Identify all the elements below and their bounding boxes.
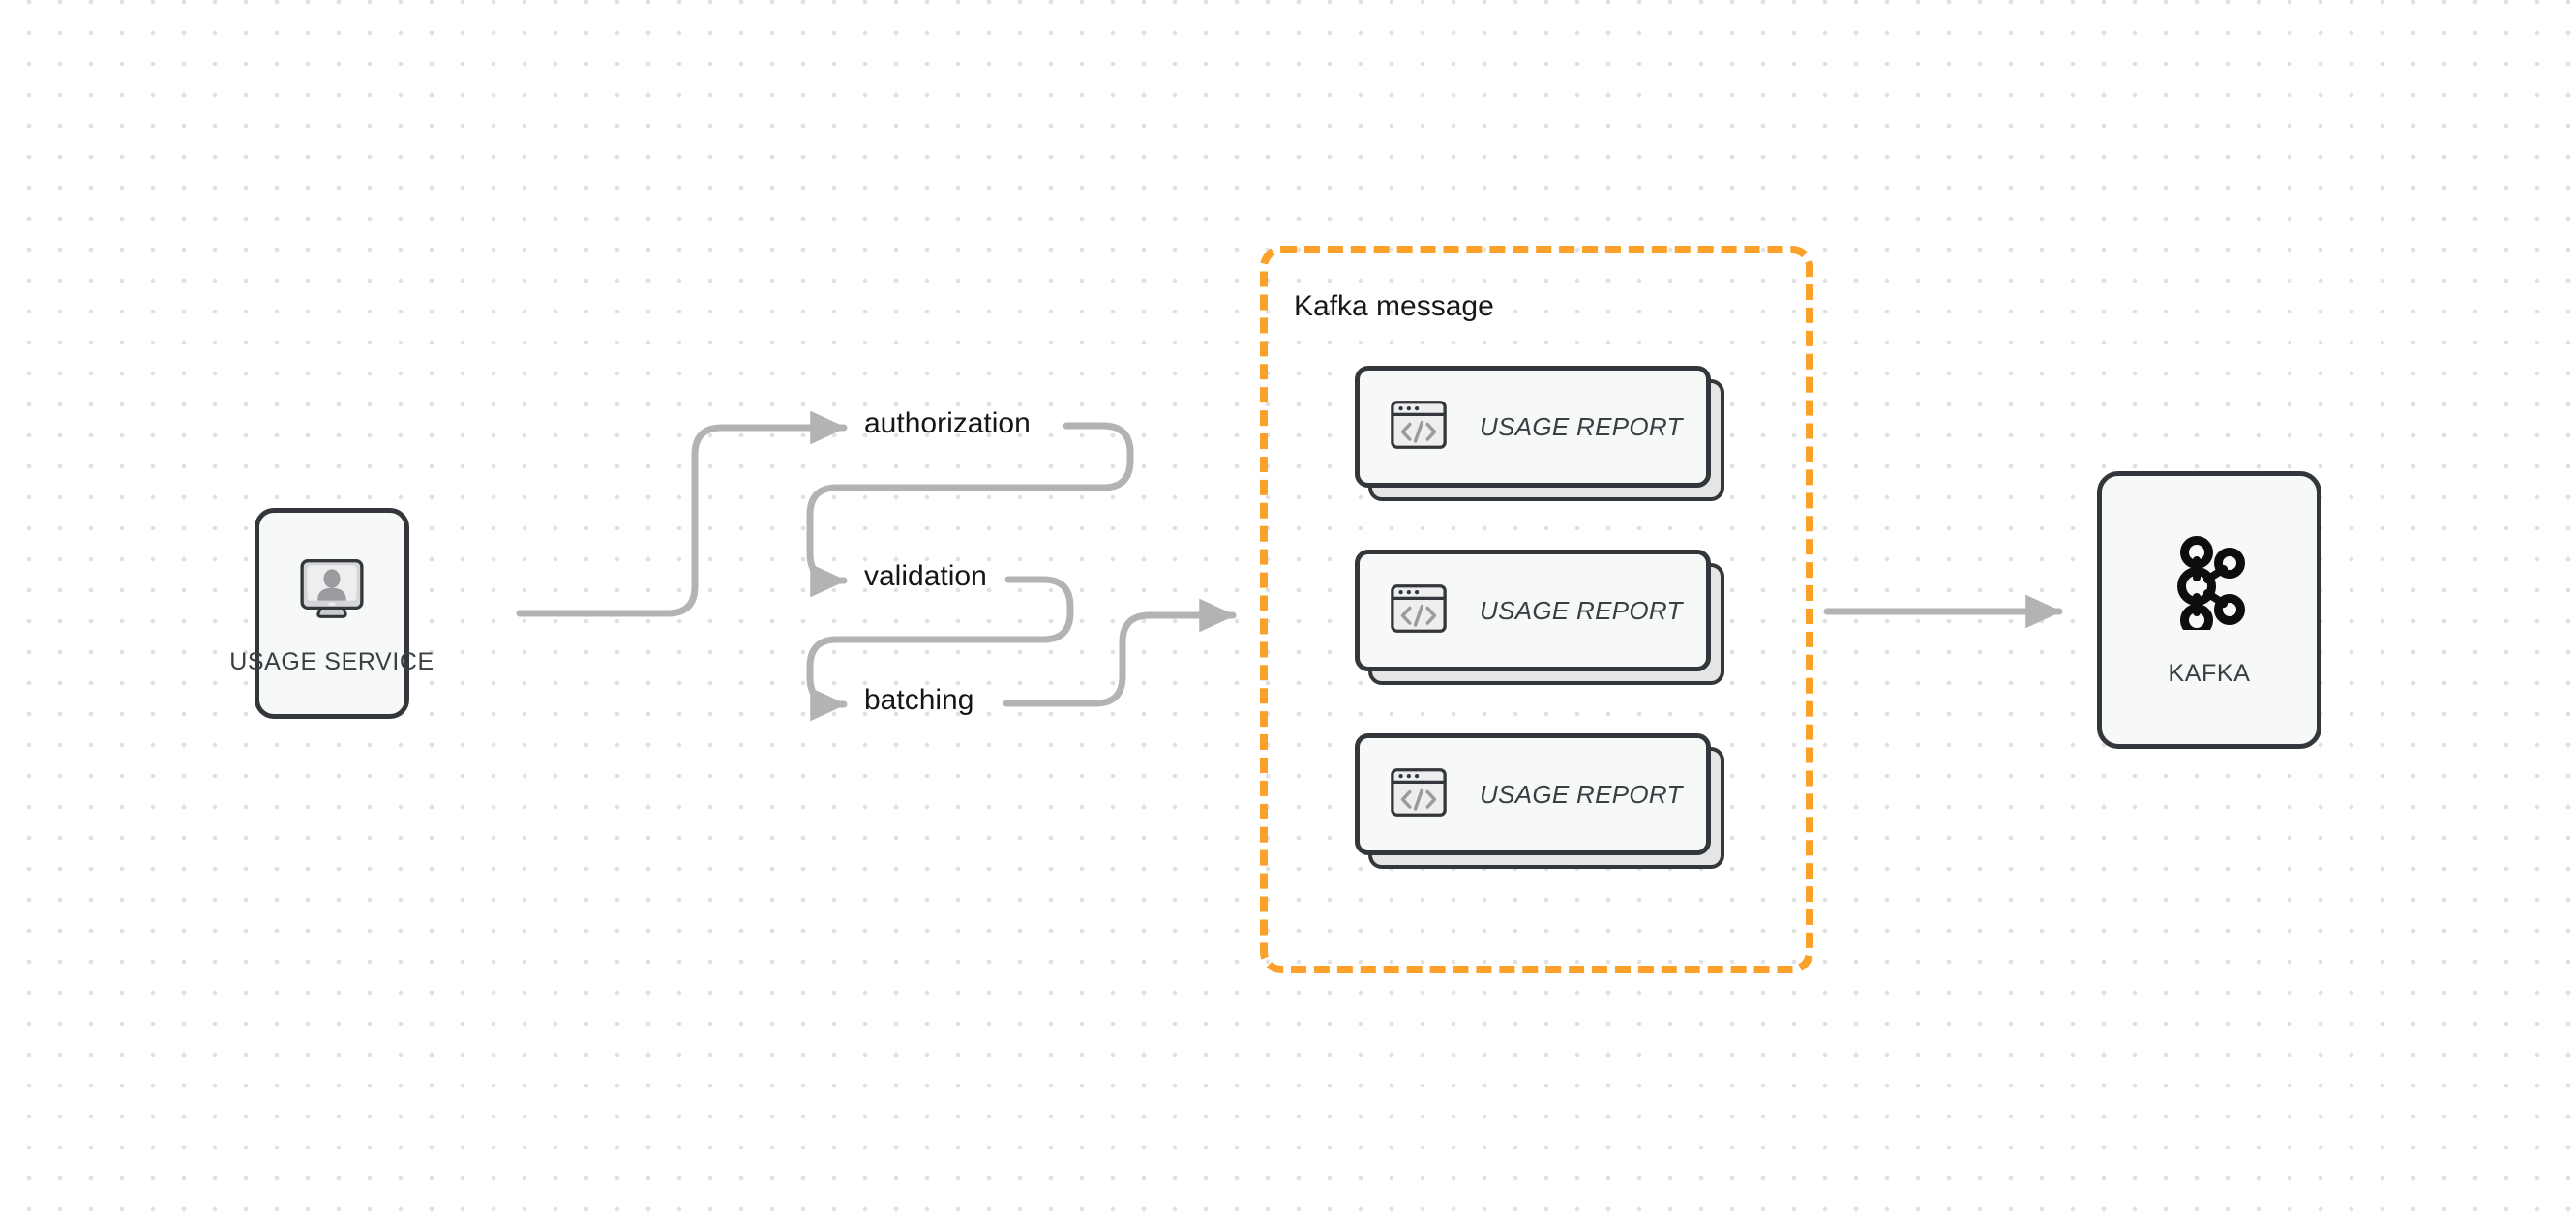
- usage-report-card-front[interactable]: USAGE REPORT: [1355, 550, 1711, 671]
- usage-report-card[interactable]: USAGE REPORT: [1355, 733, 1724, 869]
- node-usage-service-label: USAGE SERVICE: [229, 648, 434, 675]
- kafka-message-group[interactable]: [1260, 246, 1813, 973]
- step-label-authorization[interactable]: authorization: [864, 407, 1031, 439]
- step-label-validation[interactable]: validation: [864, 560, 987, 592]
- kafka-logo-icon: [2168, 533, 2251, 637]
- usage-report-card[interactable]: USAGE REPORT: [1355, 550, 1724, 685]
- usage-report-card-front[interactable]: USAGE REPORT: [1355, 366, 1711, 488]
- usage-report-card-label: USAGE REPORT: [1480, 595, 1683, 625]
- usage-report-card-label: USAGE REPORT: [1480, 411, 1683, 441]
- connector-service-to-authorization: [516, 410, 848, 617]
- code-window-icon: [1389, 762, 1449, 827]
- usage-report-card-label: USAGE REPORT: [1480, 779, 1683, 809]
- node-kafka-label: KAFKA: [2168, 659, 2251, 687]
- node-usage-service[interactable]: USAGE SERVICE: [229, 508, 434, 719]
- usage-report-card-front[interactable]: USAGE REPORT: [1355, 733, 1711, 855]
- usage-report-card[interactable]: USAGE REPORT: [1355, 366, 1724, 501]
- node-kafka[interactable]: KAFKA: [2097, 471, 2321, 749]
- code-window-icon: [1389, 395, 1449, 460]
- connector-batching-to-kafka-message: [1003, 598, 1237, 707]
- monitor-user-icon: [295, 551, 369, 629]
- kafka-message-title: Kafka message: [1294, 290, 1494, 322]
- code-window-icon: [1389, 579, 1449, 643]
- connector-authorization-to-validation: [806, 422, 1134, 598]
- step-label-batching[interactable]: batching: [864, 684, 974, 716]
